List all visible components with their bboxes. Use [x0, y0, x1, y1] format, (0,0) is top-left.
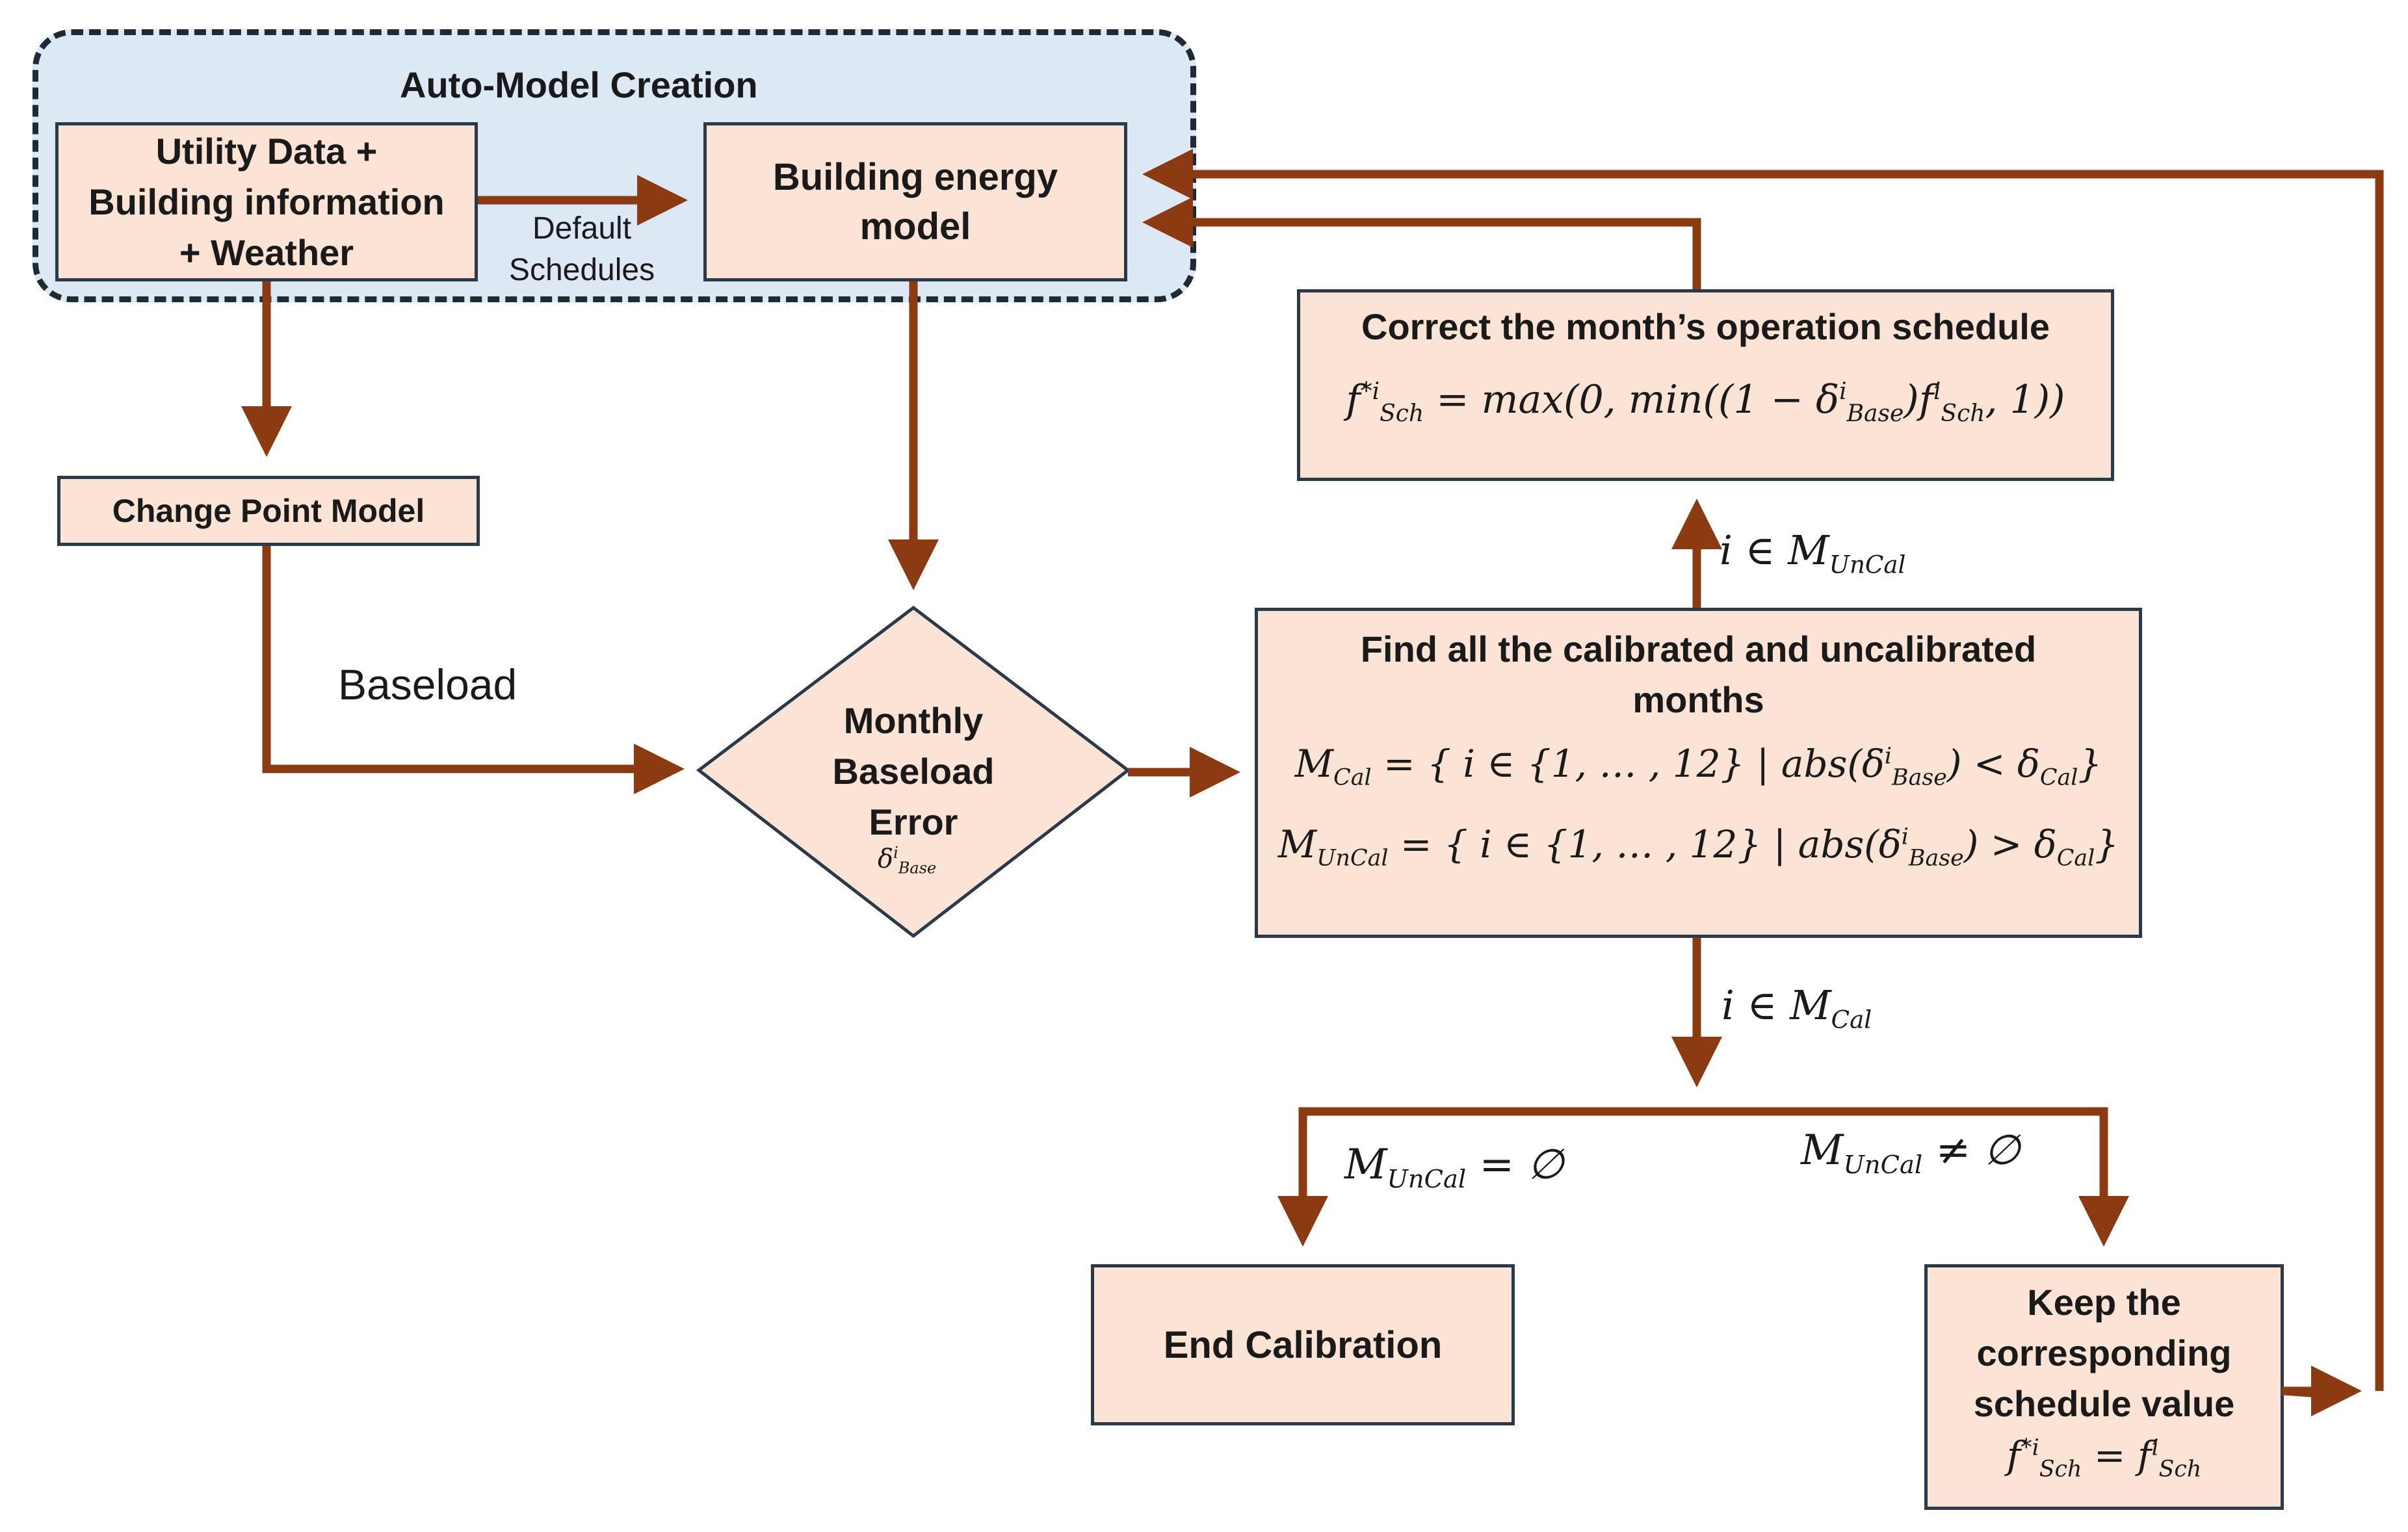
keep-line1: Keep the [2027, 1282, 2181, 1323]
decision-line3: Error [869, 801, 958, 842]
keep-formula: f*iSch = fiSch [2007, 1433, 2202, 1483]
mcal-c: ) < δ [1946, 742, 2040, 786]
keep-f-b: = f [2082, 1433, 2152, 1477]
decision-symbol-sub: Base [898, 859, 937, 877]
not-empty-pre: M [1801, 1126, 1844, 1175]
arrow-correct-to-model [1142, 197, 1701, 289]
formula-sub1: Base [1846, 400, 1904, 427]
formula-part-c: , 1)) [1985, 377, 2065, 422]
formula-sup: *i [1360, 378, 1380, 405]
formula-sup2: i [1933, 378, 1941, 405]
mcal-b-sub: Base [1892, 764, 1947, 791]
muncal-c-sub: Cal [2056, 845, 2095, 872]
empty-sub: UnCal [1387, 1164, 1467, 1194]
utility-data-line3: + Weather [179, 231, 354, 273]
decision-symbol-delta: δ [878, 844, 894, 874]
muncal-d: } [2095, 822, 2119, 866]
formula-part-a: = max(0, min((1 − δ [1424, 377, 1840, 422]
default-schedules-label: Default Schedules [501, 208, 663, 291]
utility-data-box: Utility Data + Building information + We… [55, 122, 478, 281]
mcal-d: } [2078, 742, 2102, 786]
uncal-not-empty-label: MUnCal ≠ ∅ [1801, 1126, 2020, 1180]
uncal-transition-label: i ∈ MUnCal [1720, 526, 1905, 578]
arrow-split-to-end [1277, 1107, 1697, 1247]
arrow-outer-loop [1142, 149, 2384, 1391]
mcal-a: M [1294, 742, 1334, 786]
mcal-b-sup: i [1884, 743, 1892, 770]
default-schedules-line2: Schedules [508, 253, 655, 287]
not-empty-post: ≠ ∅ [1922, 1126, 2021, 1175]
end-calibration-box: End Calibration [1091, 1264, 1515, 1425]
muncal-a: M [1277, 822, 1317, 866]
correct-schedule-title: Correct the month’s operation schedule [1361, 306, 2050, 347]
empty-pre: M [1344, 1141, 1387, 1189]
change-point-label: Change Point Model [112, 493, 425, 529]
muncal-c: ) > δ [1963, 822, 2057, 866]
building-model-line2: model [859, 205, 971, 248]
correct-schedule-box: Correct the month’s operation schedule f… [1297, 289, 2114, 481]
decision-text: Monthly Baseload Error [783, 695, 1043, 848]
not-empty-sub: UnCal [1843, 1150, 1923, 1180]
find-months-box: Find all the calibrated and uncalibrated… [1255, 608, 2142, 938]
formula-sub2: Sch [1941, 400, 1985, 427]
correct-schedule-formula: f*iSch = max(0, min((1 − δiBase)fiSch, 1… [1346, 377, 2065, 427]
change-point-model-box: Change Point Model [57, 476, 480, 546]
m-uncal-formula: MUnCal = { i ∈ {1, … , 12} | abs(δiBase)… [1278, 822, 2119, 872]
empty-post: = ∅ [1466, 1141, 1564, 1189]
find-months-line2: months [1632, 679, 1764, 720]
cal-transition-label: i ∈ MCal [1721, 981, 1872, 1033]
arrow-split-to-keep [1697, 1107, 2129, 1247]
uncal-empty-label: MUnCal = ∅ [1344, 1141, 1564, 1194]
m-cal-formula: MCal = { i ∈ {1, … , 12} | abs(δiBase) <… [1295, 742, 2102, 791]
decision-line1: Monthly [843, 700, 984, 741]
utility-data-line2: Building information [88, 181, 445, 222]
mcal-a-sub: Cal [1333, 764, 1372, 791]
muncal-b-sub: Base [1908, 845, 1964, 872]
muncal-b-sup: i [1901, 824, 1909, 850]
baseload-label: Baseload [338, 660, 517, 708]
utility-data-line1: Utility Data + [155, 130, 378, 172]
arrow-changepoint-to-decision [262, 546, 685, 794]
mcal-b: = { i ∈ {1, … , 12} | abs(δ [1371, 742, 1885, 786]
find-months-line1: Find all the calibrated and uncalibrated [1360, 629, 2037, 669]
end-calibration-label: End Calibration [1163, 1323, 1443, 1366]
uncal-label-sub: UnCal [1829, 550, 1906, 579]
keep-f-a: f [2006, 1433, 2021, 1477]
formula-sup1: i [1839, 378, 1847, 405]
uncal-label-pre: i ∈ M [1720, 526, 1829, 574]
building-model-line1: Building energy [772, 155, 1058, 198]
muncal-a-sub: UnCal [1316, 845, 1389, 872]
decision-line2: Baseload [832, 751, 995, 792]
cal-label-sub: Cal [1831, 1005, 1872, 1034]
keep-line2: corresponding [1976, 1332, 2232, 1373]
default-schedules-line1: Default [532, 211, 632, 246]
keep-line3: schedule value [1973, 1383, 2235, 1424]
mcal-c-sub: Cal [2039, 764, 2078, 791]
keep-f-a-sub: Sch [2039, 1456, 2082, 1483]
formula-f: f [1346, 377, 1361, 422]
decision-symbol: δiBase [878, 844, 936, 877]
keep-schedule-box: Keep the corresponding schedule value f*… [1924, 1264, 2284, 1510]
decision-symbol-sup: i [893, 844, 898, 862]
formula-part-b: )f [1904, 377, 1933, 422]
cal-label-pre: i ∈ M [1721, 981, 1831, 1029]
decision-diamond [696, 605, 1131, 939]
keep-f-a-sup: *i [2021, 1435, 2039, 1461]
keep-f-b-sub: Sch [2158, 1456, 2202, 1483]
building-energy-model-box: Building energy model [703, 122, 1127, 281]
keep-f-b-sup: i [2151, 1435, 2159, 1461]
auto-model-group-title: Auto-Model Creation [400, 64, 758, 105]
muncal-b: = { i ∈ {1, … , 12} | abs(δ [1388, 822, 1902, 866]
formula-sub: Sch [1380, 400, 1424, 427]
